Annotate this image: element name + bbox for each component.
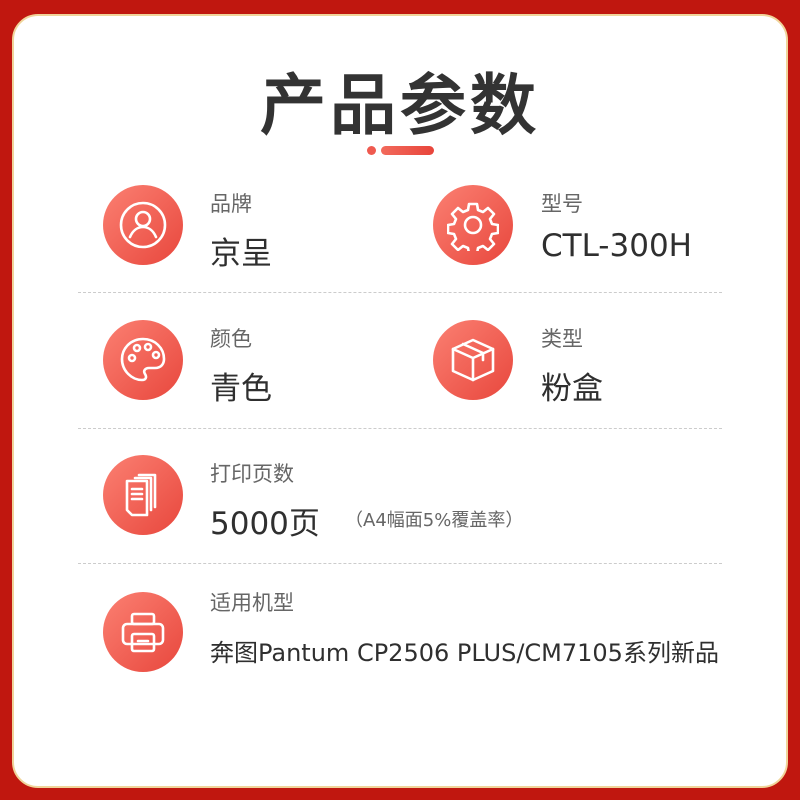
compatible-models-label: 适用机型	[210, 591, 294, 615]
title-decoration-dot	[367, 146, 376, 155]
brand-label: 品牌	[210, 192, 252, 216]
page-yield-label: 打印页数	[210, 462, 294, 486]
color-value: 青色	[210, 371, 272, 407]
title-decoration-bar	[381, 146, 434, 155]
brand-value: 京呈	[210, 236, 272, 272]
model-value: CTL-300H	[541, 228, 692, 264]
page-yield-note: （A4幅面5%覆盖率）	[345, 510, 524, 531]
printer-icon	[103, 592, 183, 672]
page-title: 产品参数	[260, 67, 540, 144]
palette-icon	[103, 320, 183, 400]
compatible-models-value: 奔图Pantum CP2506 PLUS/CM7105系列新品	[210, 639, 719, 667]
model-label: 型号	[541, 192, 583, 216]
gear-icon	[433, 185, 513, 265]
box-icon	[433, 320, 513, 400]
divider	[78, 428, 722, 429]
page-yield-value: 5000页	[210, 506, 320, 542]
divider	[78, 292, 722, 293]
divider	[78, 563, 722, 564]
type-label: 类型	[541, 327, 583, 351]
type-value: 粉盒	[541, 371, 603, 407]
user-icon	[103, 185, 183, 265]
color-label: 颜色	[210, 327, 252, 351]
documents-icon	[103, 455, 183, 535]
